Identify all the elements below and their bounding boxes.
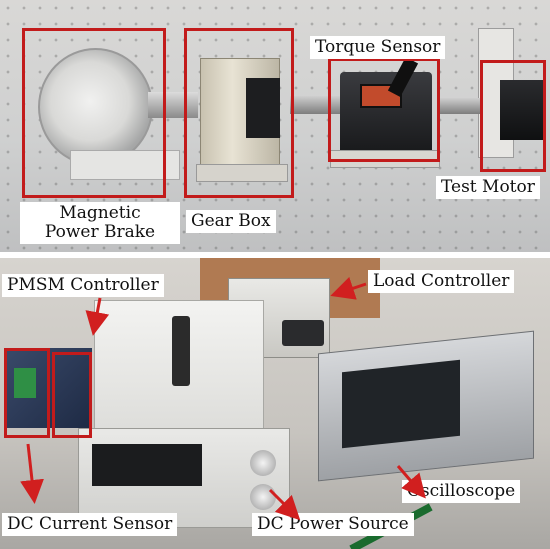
pmsm-controller-highlight (4, 348, 50, 438)
magnetic-power-brake-label-line1: Magnetic (59, 203, 141, 223)
gear-box-label: Gear Box (186, 210, 276, 233)
magnetic-brake-body (38, 48, 153, 166)
annotation-arrows (20, 276, 426, 521)
torque-sensor-display (360, 84, 402, 108)
load-controller-label: Load Controller (368, 270, 515, 293)
dc-power-source-knob-2 (250, 484, 276, 510)
test-motor-shaft (440, 98, 482, 114)
coupling-shaft (290, 96, 345, 114)
dc-power-source-handle (172, 316, 190, 386)
oscilloscope-arrow (396, 465, 426, 499)
current-sensor-module (14, 368, 36, 398)
magnetic-brake-base (70, 150, 180, 180)
controllers-photo: PMSM Controller Load Controller Oscillos… (0, 258, 550, 549)
oscilloscope-label: Oscilloscope (402, 480, 521, 503)
test-motor-label: Test Motor (436, 176, 540, 199)
test-motor-highlight (480, 60, 546, 172)
dc-current-sensor-arrow (20, 443, 44, 504)
dc-power-source-arrow (268, 488, 301, 521)
test-bench-photo: Torque Sensor Magnetic Power Brake Gear … (0, 0, 550, 252)
magnetic-power-brake-label-line2: Power Brake (44, 222, 156, 242)
load-controller-arrow (330, 276, 367, 300)
dc-power-source-display (92, 444, 202, 486)
gear-box-base (196, 164, 288, 182)
dc-current-sensor-label: DC Current Sensor (2, 513, 178, 536)
load-controller-panel (282, 320, 324, 346)
test-motor-body (500, 80, 544, 140)
dc-power-source-knob-1 (250, 450, 276, 476)
pmsm-controller-label: PMSM Controller (2, 274, 164, 297)
dc-current-sensor-highlight (52, 352, 92, 438)
torque-sensor-label: Torque Sensor (310, 36, 446, 59)
magnetic-brake-shaft (148, 92, 198, 118)
pmsm-arrow (85, 297, 110, 336)
torque-sensor-highlight (328, 58, 440, 162)
gear-box-dark-block (246, 78, 280, 138)
magnetic-brake-highlight (22, 28, 166, 198)
gear-box-highlight (184, 28, 294, 198)
magnetic-power-brake-label: Magnetic Power Brake (20, 202, 180, 244)
